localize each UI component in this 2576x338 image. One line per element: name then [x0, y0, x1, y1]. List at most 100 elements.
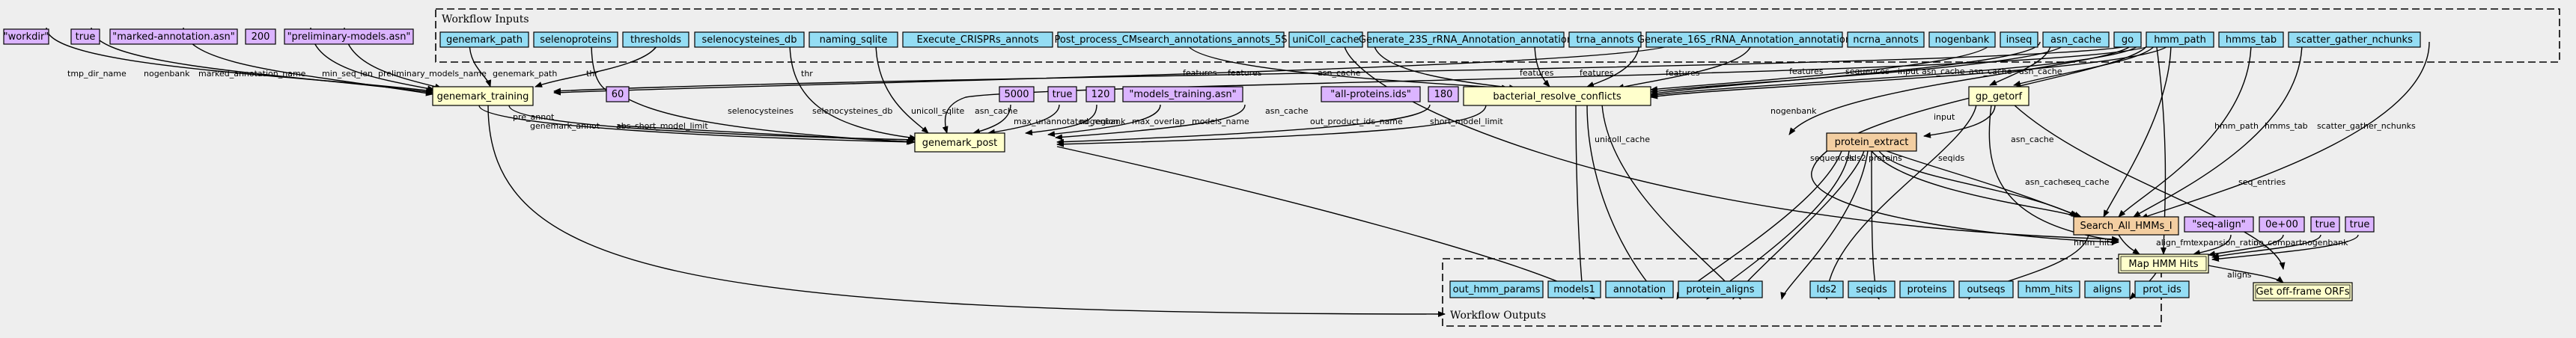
constant-preliminary-models[interactable]: "preliminary-models.asn"	[284, 28, 414, 45]
workflow-outputs-title: Workflow Outputs	[1450, 310, 1546, 322]
input-trna-annots[interactable]: trna_annots	[1568, 31, 1642, 48]
input-post-process-cmsearch[interactable]: Post_process_CMsearch_annotations_annots…	[1054, 31, 1288, 48]
step-genemark-training[interactable]: genemark_training	[432, 86, 534, 106]
edge-label-nogenbank-4: nogenbank	[2302, 238, 2348, 248]
output-annotation[interactable]: annotation	[1605, 280, 1674, 298]
input-execute-crisprs-annots[interactable]: Execute_CRISPRs_annots	[902, 31, 1053, 48]
constant-60[interactable]: 60	[606, 86, 630, 102]
input-generate-16s[interactable]: Generate_16S_rRNA_Annotation_annotation	[1637, 31, 1851, 48]
output-seqids[interactable]: seqids	[1848, 280, 1896, 298]
edge-label-scatter-gather-nchunks: scatter_gather_nchunks	[2317, 121, 2416, 131]
step-map-hmm-hits[interactable]: Map HMM Hits	[2118, 254, 2209, 274]
input-thresholds[interactable]: thresholds	[622, 31, 689, 48]
edge-label-align-fmt: align_fmt	[2156, 238, 2195, 248]
svg-text:Search_All_HMMs_I: Search_All_HMMs_I	[2080, 221, 2172, 232]
output-models1[interactable]: models1	[1547, 280, 1601, 298]
svg-text:genemark_path: genemark_path	[446, 34, 523, 46]
edge-label-hmm-path: hmm_path	[2214, 121, 2259, 131]
input-hmm-path[interactable]: hmm_path	[2146, 31, 2214, 48]
input-scatter-gather-nchunks[interactable]: scatter_gather_nchunks	[2288, 31, 2421, 48]
output-aligns[interactable]: aligns	[2084, 280, 2131, 298]
input-ncrna-annots[interactable]: ncrna_annots	[1847, 31, 1925, 48]
workflow-inputs-cluster: Workflow Inputs	[435, 8, 2560, 63]
output-prot-ids[interactable]: prot_ids	[2134, 280, 2190, 298]
svg-text:180: 180	[1434, 89, 1453, 100]
svg-text:5000: 5000	[1004, 89, 1029, 100]
output-proteins[interactable]: proteins	[1899, 280, 1955, 298]
svg-text:"all-proteins.ids": "all-proteins.ids"	[1330, 89, 1411, 100]
constant-200[interactable]: 200	[245, 28, 276, 45]
svg-text:"workdir": "workdir"	[4, 31, 49, 43]
edge-label-hmms-tab: hmms_tab	[2265, 121, 2308, 131]
edge-label-sequences-1: sequences	[1845, 67, 1890, 76]
step-get-offframe-orfs[interactable]: Get off-frame ORFs	[2253, 282, 2353, 301]
constant-true-1[interactable]: true	[70, 28, 100, 45]
constant-workdir[interactable]: "workdir"	[3, 28, 49, 45]
input-nogenbank[interactable]: nogenbank	[1928, 31, 1996, 48]
edge-label-aligns: aligns	[2227, 270, 2252, 280]
input-genemark-path[interactable]: genemark_path	[439, 31, 529, 48]
constant-0e00[interactable]: 0e+00	[2259, 216, 2305, 233]
svg-text:seqids: seqids	[1856, 284, 1887, 295]
step-search-all-hmms[interactable]: Search_All_HMMs_I	[2073, 216, 2179, 236]
edge-label-expansion-ratio: expansion_ratio	[2193, 238, 2259, 248]
svg-text:Post_process_CMsearch_annotati: Post_process_CMsearch_annotations_annots…	[1054, 34, 1287, 46]
constant-true-2[interactable]: true	[1047, 86, 1077, 102]
constant-180[interactable]: 180	[1428, 86, 1459, 102]
constant-true-3[interactable]: true	[2310, 216, 2340, 233]
edge-labels: tmp_dir_name nogenbank marked_annotation…	[67, 67, 2416, 280]
edge-label-genemark-annot: genemark_annot	[530, 121, 600, 131]
edge-label-models-name: models_name	[1192, 117, 1249, 126]
input-selenocysteines-db[interactable]: selenocysteines_db	[694, 31, 805, 48]
svg-text:genemark_training: genemark_training	[437, 91, 529, 102]
svg-text:aligns: aligns	[2093, 284, 2122, 295]
constant-marked-annotation[interactable]: "marked-annotation.asn"	[109, 28, 238, 45]
edge-label-nogenbank-2: nogenbank	[1080, 117, 1126, 126]
input-selenoproteins[interactable]: selenoproteins	[533, 31, 618, 48]
constant-models-training[interactable]: "models_training.asn"	[1122, 86, 1243, 102]
step-gp-getorf[interactable]: gp_getorf	[1968, 86, 2030, 106]
edge-label-pre-annot: pre_annot	[513, 112, 555, 122]
constant-all-proteins[interactable]: "all-proteins.ids"	[1321, 86, 1421, 102]
constant-120[interactable]: 120	[1085, 86, 1115, 102]
edge-label-input-2: input	[1934, 112, 1955, 122]
input-inseq[interactable]: inseq	[2000, 31, 2038, 48]
svg-text:proteins: proteins	[1907, 284, 1947, 295]
svg-text:120: 120	[1091, 89, 1110, 100]
step-genemark-post[interactable]: genemark_post	[914, 132, 1005, 153]
edge-label-max-overlap: max_overlap	[1132, 117, 1185, 126]
svg-text:ncrna_annots: ncrna_annots	[1853, 34, 1919, 46]
constant-seq-align[interactable]: "seq-align"	[2184, 216, 2254, 233]
step-protein-extract[interactable]: protein_extract	[1826, 132, 1917, 152]
constant-true-4[interactable]: true	[2345, 216, 2375, 233]
edge-label-selenocysteines-db: selenocysteines_db	[812, 106, 892, 116]
svg-text:"marked-annotation.asn": "marked-annotation.asn"	[112, 31, 234, 43]
svg-text:selenoproteins: selenoproteins	[540, 34, 612, 46]
input-go[interactable]: go	[2113, 31, 2142, 48]
output-outseqs[interactable]: outseqs	[1958, 280, 2014, 298]
svg-text:trna_annots: trna_annots	[1576, 34, 1633, 46]
svg-text:60: 60	[612, 89, 624, 100]
edge-label-preliminary-models-name: preliminary_models_name	[378, 69, 487, 79]
svg-text:naming_sqlite: naming_sqlite	[820, 34, 888, 46]
input-hmms-tab[interactable]: hmms_tab	[2218, 31, 2284, 48]
svg-text:hmms_tab: hmms_tab	[2226, 34, 2277, 46]
constant-5000[interactable]: 5000	[999, 86, 1035, 102]
svg-text:annotation: annotation	[1613, 284, 1666, 295]
output-protein-aligns[interactable]: protein_aligns	[1678, 280, 1763, 298]
input-asn-cache[interactable]: asn_cache	[2042, 31, 2110, 48]
output-lds2[interactable]: lds2	[1809, 280, 1844, 298]
svg-text:scatter_gather_nchunks: scatter_gather_nchunks	[2296, 34, 2413, 46]
svg-text:Generate_16S_rRNA_Annotation_a: Generate_16S_rRNA_Annotation_annotation	[1637, 34, 1851, 46]
output-out-hmm-params[interactable]: out_hmm_params	[1449, 280, 1544, 298]
step-bacterial-resolve-conflicts[interactable]: bacterial_resolve_conflicts	[1463, 86, 1651, 106]
svg-text:"seq-align": "seq-align"	[2192, 219, 2245, 230]
input-naming-sqlite[interactable]: naming_sqlite	[809, 31, 898, 48]
input-generate-23s[interactable]: Generate_23S_rRNA_Annotation_annotation	[1359, 31, 1573, 48]
input-unicoll-cache[interactable]: uniColl_cache	[1288, 31, 1363, 48]
edges	[46, 27, 2430, 317]
output-hmm-hits[interactable]: hmm_hits	[2018, 280, 2080, 298]
svg-text:Map HMM Hits: Map HMM Hits	[2128, 259, 2198, 270]
edge-label-thr-2: thr	[801, 69, 813, 79]
